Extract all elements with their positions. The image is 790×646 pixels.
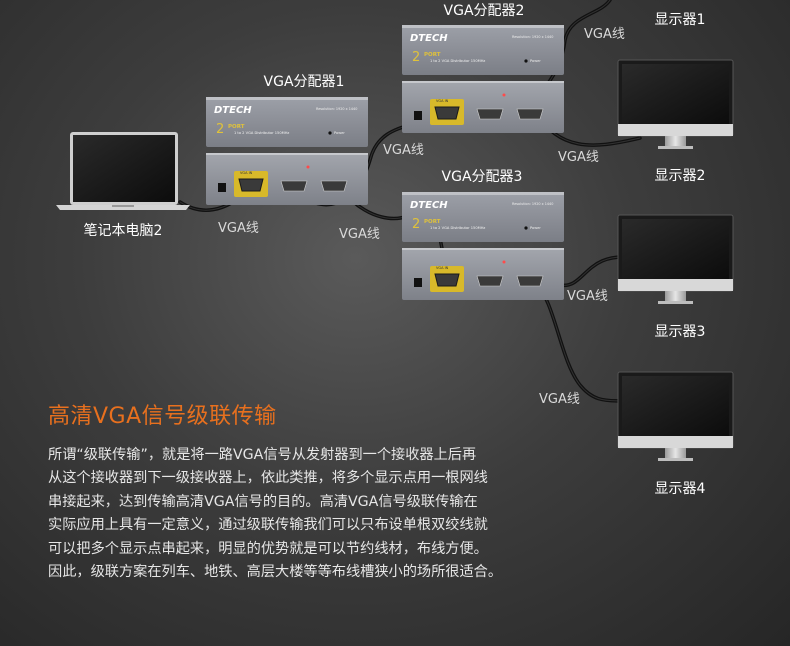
svg-text:Resolution: 1920 x 1440: Resolution: 1920 x 1440 <box>512 202 553 206</box>
cable-label: VGA线 <box>584 27 625 42</box>
cable-label: VGA线 <box>218 221 259 236</box>
laptop-label: 笔记本电脑2 <box>83 223 163 239</box>
monitor-icon-3 <box>617 214 734 304</box>
svg-text:Resolution: 1920 x 1440: Resolution: 1920 x 1440 <box>316 107 357 111</box>
paragraph-line: 实际应用上具有一定意义，通过级联传输我们可以只布设单根双绞线就 <box>48 517 488 534</box>
splitter-1-label: VGA分配器1 <box>263 74 345 90</box>
article-title: 高清VGA信号级联传输 <box>48 404 277 429</box>
monitor-icon-4 <box>617 371 734 461</box>
paragraph-line: 所谓“级联传输”，就是将一路VGA信号从发射器到一个接收器上后再 <box>48 447 477 463</box>
cable-label: VGA线 <box>539 392 580 407</box>
paragraph-line: 因此，级联方案在列车、地铁、高层大楼等等布线槽狭小的场所很适合。 <box>48 564 503 581</box>
cable-label: VGA线 <box>339 227 380 242</box>
svg-text:DTECH: DTECH <box>410 200 448 211</box>
svg-text:PORT: PORT <box>228 124 245 130</box>
splitter-3-label: VGA分配器3 <box>441 169 523 185</box>
svg-text:VGA IN: VGA IN <box>436 266 449 270</box>
splitter-2-label: VGA分配器2 <box>443 3 525 19</box>
laptop-icon <box>56 132 190 210</box>
vga-splitter-1: DTECH 2 PORT 1 to 2 VGA Distributor 150M… <box>206 97 368 205</box>
svg-text:VGA IN: VGA IN <box>436 99 449 103</box>
svg-text:2: 2 <box>216 122 224 137</box>
paragraph-line: 从这个接收器到下一级接收器上，依此类推，将多个显示点用一根网线 <box>48 470 488 487</box>
svg-text:1 to 2 VGA Distributor 150MHz: 1 to 2 VGA Distributor 150MHz <box>430 59 485 63</box>
monitor-2-label: 显示器2 <box>654 168 706 184</box>
svg-text:2: 2 <box>412 217 420 232</box>
svg-text:1 to 2 VGA Distributor 150MHz: 1 to 2 VGA Distributor 150MHz <box>234 131 289 135</box>
svg-text:PORT: PORT <box>424 52 441 58</box>
cable-label: VGA线 <box>567 289 608 304</box>
svg-text:Power: Power <box>530 59 541 63</box>
article-paragraph: 所谓“级联传输”，就是将一路VGA信号从发射器到一个接收器上后再 从这个接收器到… <box>48 444 502 584</box>
cable-label: VGA线 <box>383 143 424 158</box>
paragraph-line: 串接起来，达到传输高清VGA信号的目的。高清VGA信号级联传输在 <box>48 493 478 510</box>
paragraph-line: 可以把多个显示点串起来，明显的优势就是可以节约线材，布线方便。 <box>48 540 488 557</box>
svg-text:DTECH: DTECH <box>214 105 252 116</box>
monitor-icon-2 <box>617 59 734 149</box>
monitor-1-label: 显示器1 <box>654 12 706 28</box>
monitor-3-label: 显示器3 <box>654 324 706 340</box>
vga-splitter-3: DTECH 2 PORT 1 to 2 VGA Distributor 150M… <box>402 192 564 300</box>
svg-text:VGA IN: VGA IN <box>240 171 253 175</box>
svg-text:Power: Power <box>530 226 541 230</box>
svg-text:2: 2 <box>412 50 420 65</box>
monitor-4-label: 显示器4 <box>654 481 706 497</box>
cable-label: VGA线 <box>558 150 599 165</box>
svg-text:DTECH: DTECH <box>410 33 448 44</box>
svg-text:PORT: PORT <box>424 219 441 225</box>
svg-text:1 to 2 VGA Distributor 150MHz: 1 to 2 VGA Distributor 150MHz <box>430 226 485 230</box>
svg-text:Resolution: 1920 x 1440: Resolution: 1920 x 1440 <box>512 35 553 39</box>
vga-splitter-2: DTECH 2 PORT 1 to 2 VGA Distributor 150M… <box>402 25 564 133</box>
svg-text:Power: Power <box>334 131 345 135</box>
